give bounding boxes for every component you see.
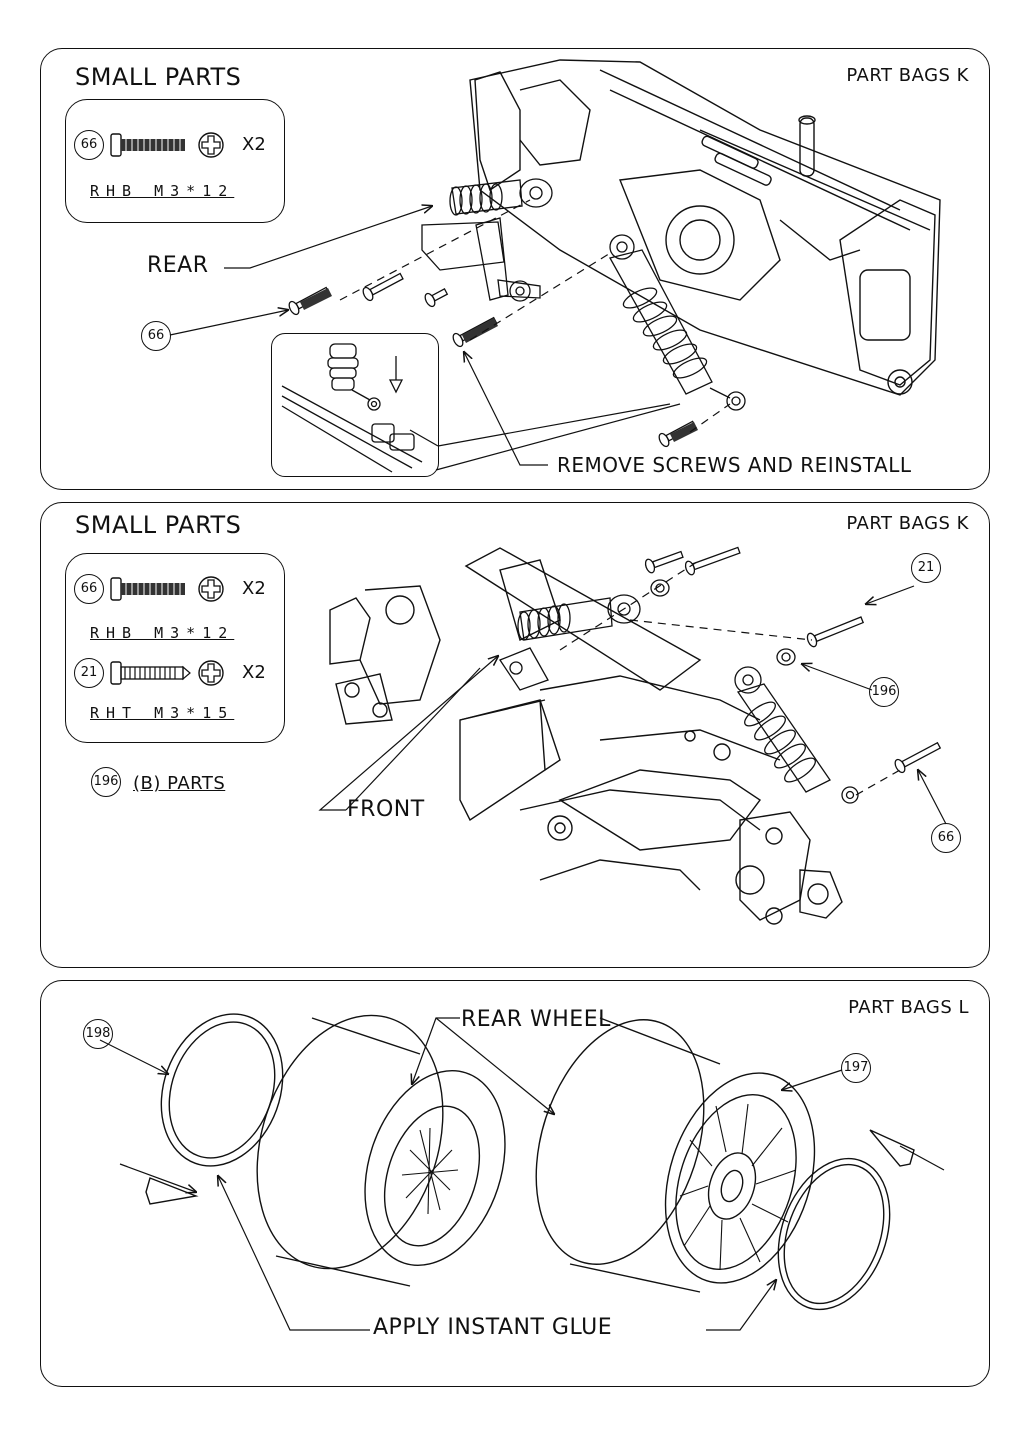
- screw-icon: [110, 133, 185, 157]
- rear-wheel-label: REAR WHEEL: [461, 1007, 611, 1032]
- part-number-badge: 21: [74, 658, 104, 688]
- small-parts-title: SMALL PARTS: [75, 63, 242, 91]
- phillips-head-icon: [198, 132, 224, 158]
- panel-front-shocks: SMALL PARTS PART BAGS K 66 X2 RHB M3*12 …: [40, 502, 990, 968]
- rear-wheel-illustration: [145, 1013, 915, 1311]
- ref-66-badge: 66: [141, 321, 171, 351]
- ref-198-badge: 198: [83, 1019, 113, 1049]
- screw-icon: [110, 577, 185, 601]
- ref-21-badge: 21: [911, 553, 941, 583]
- shock-detail-illustration: [281, 343, 423, 473]
- panel-rear-wheels: PART BAGS L REAR WHEEL 198 197 APPLY INS…: [40, 980, 990, 1387]
- quantity: X2: [242, 134, 266, 155]
- apply-glue-note: APPLY INSTANT GLUE: [373, 1315, 613, 1340]
- panel-rear-shocks: SMALL PARTS PART BAGS K 66 X2 RHB M3*12 …: [40, 48, 990, 490]
- front-shock-right: [734, 666, 859, 804]
- small-parts-box: 66 X2 RHB M3*12 21 X2 RHT M3*15: [65, 553, 285, 743]
- detail-inset: [271, 333, 439, 477]
- panel3-leaders: [99, 1017, 945, 1331]
- ref-197-badge: 197: [841, 1053, 871, 1083]
- part-bags-label: PART BAGS K: [846, 65, 969, 86]
- screw-illustrations: [288, 272, 698, 448]
- part-code: RHT M3*15: [90, 704, 235, 722]
- panel1-leaders: [169, 199, 731, 471]
- remove-screws-note: REMOVE SCREWS AND REINSTALL: [557, 453, 912, 477]
- rear-chassis-illustration: [469, 59, 941, 396]
- rear-shock-left: [421, 178, 553, 302]
- tapping-screw-icon: [110, 661, 191, 685]
- b-parts-badge: 196: [91, 767, 121, 797]
- small-parts-box: 66 X2 RHB M3*12: [65, 99, 285, 223]
- front-suspension-illustration: [329, 547, 843, 925]
- quantity: X2: [242, 662, 266, 683]
- small-parts-title: SMALL PARTS: [75, 511, 242, 539]
- panel2-leaders: [318, 559, 947, 825]
- part-code: RHB M3*12: [90, 624, 235, 642]
- part-bags-label: PART BAGS K: [846, 513, 969, 534]
- front-label: FRONT: [347, 797, 425, 822]
- ref-66-badge: 66: [931, 823, 961, 853]
- front-shock-left: [499, 594, 641, 691]
- phillips-head-icon: [198, 660, 224, 686]
- rear-shock-right: [609, 234, 746, 411]
- quantity: X2: [242, 578, 266, 599]
- part-code: RHB M3*12: [90, 182, 235, 200]
- part-number-badge: 66: [74, 574, 104, 604]
- part-number-badge: 66: [74, 130, 104, 160]
- rear-label: REAR: [147, 253, 209, 278]
- phillips-head-icon: [198, 576, 224, 602]
- b-parts-label: (B) PARTS: [133, 773, 226, 794]
- part-bags-label: PART BAGS L: [848, 997, 969, 1018]
- ref-196-badge: 196: [869, 677, 899, 707]
